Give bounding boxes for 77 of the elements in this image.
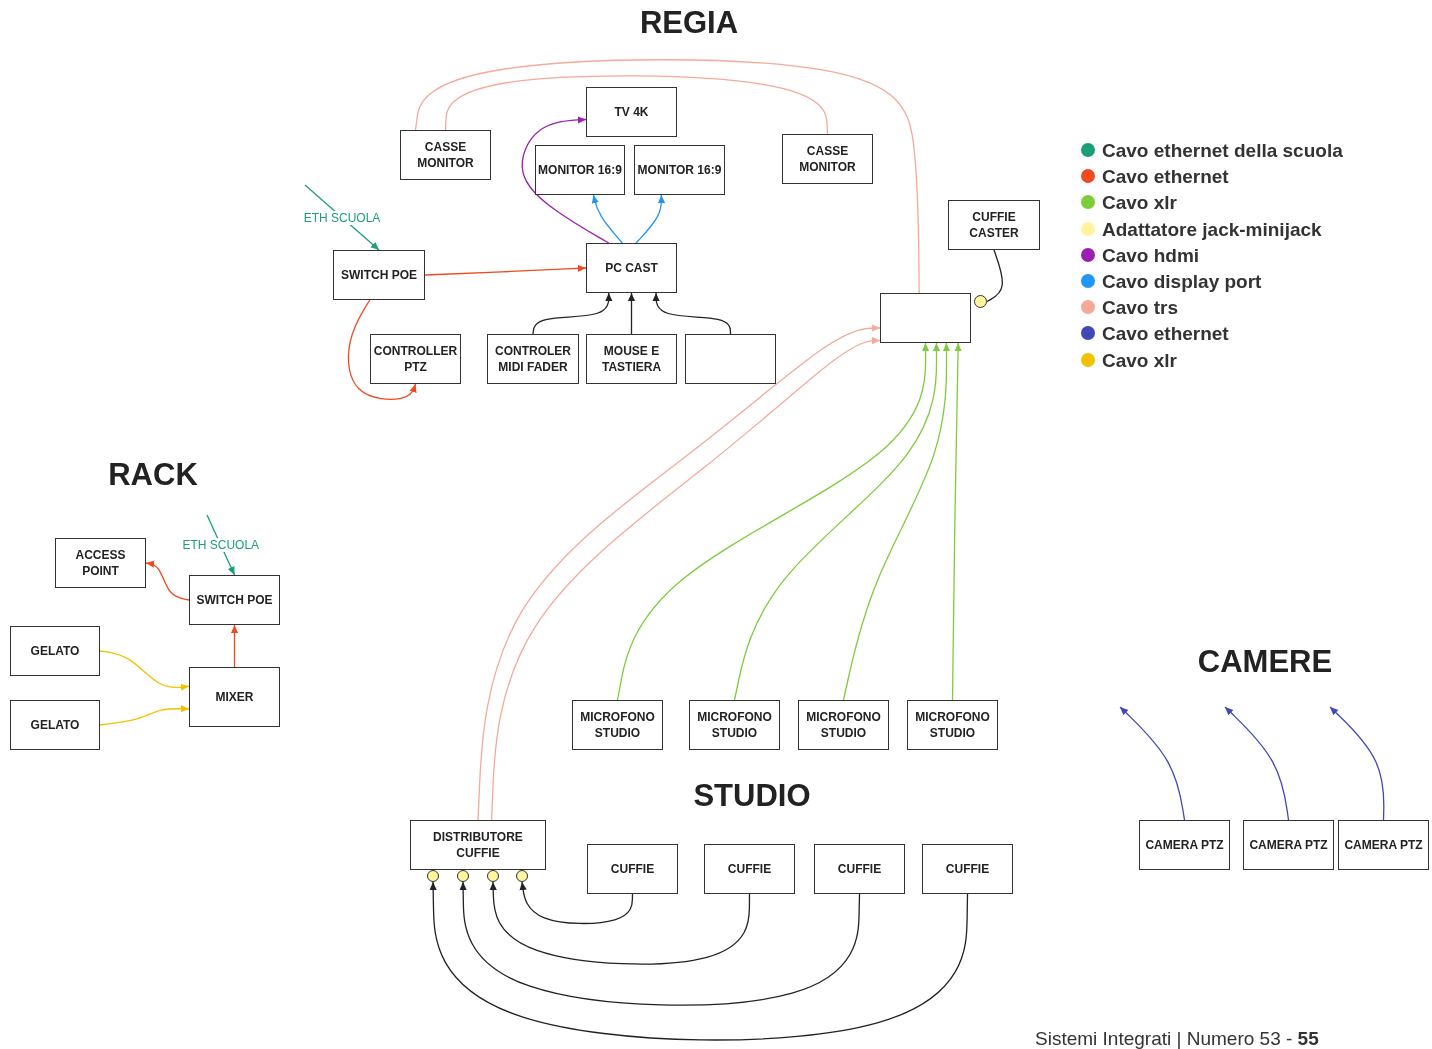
device-box: MIXER [189, 667, 280, 727]
cable-line [444, 75, 829, 135]
arrow [347, 299, 417, 400]
arrow [1224, 706, 1290, 821]
device-box: ACCESS POINT [55, 538, 146, 588]
adapter-circle [516, 870, 528, 882]
device-box: MICROFONO STUDIO [572, 700, 663, 750]
device-box: CUFFIE [922, 844, 1013, 894]
device-box: MICROFONO STUDIO [798, 700, 889, 750]
adapter-circle [974, 295, 987, 308]
edge-label: ETH SCUOLA [301, 210, 383, 225]
arrow [627, 292, 636, 335]
legend-label: Cavo ethernet della scuola [1102, 140, 1343, 162]
arrow [532, 292, 613, 335]
cable-line [414, 59, 920, 294]
device-box [685, 334, 776, 384]
device-box: CUFFIE CASTER [948, 200, 1040, 250]
device-box: GELATO [10, 700, 100, 750]
arrow [635, 194, 666, 244]
device-box: SWITCH POE [189, 575, 280, 625]
legend-label: Cavo xlr [1102, 192, 1177, 215]
legend-label: Cavo trs [1102, 297, 1179, 320]
arrow [842, 342, 951, 701]
device-box: CUFFIE [587, 844, 678, 894]
device-box: CAMERA PTZ [1243, 820, 1334, 870]
arrow [733, 342, 941, 701]
arrow [424, 264, 587, 276]
legend-label: Cavo ethernet [1102, 166, 1229, 189]
device-box: CONTROLER MIDI FADER [487, 334, 579, 384]
device-box [880, 293, 971, 343]
device-box: CAMERA PTZ [1139, 820, 1230, 870]
arrow [99, 705, 190, 726]
arrow [616, 342, 930, 701]
arrow [230, 624, 239, 668]
arrow [521, 116, 610, 244]
device-box: DISTRIBUTORE CUFFIE [410, 820, 546, 870]
device-box: CUFFIE [814, 844, 905, 894]
device-box: PC CAST [586, 243, 677, 293]
device-box: MOUSE E TASTIERA [586, 334, 677, 384]
legend-label: Adattatore jack-minijack [1102, 218, 1322, 241]
legend-label: Cavo ethernet [1102, 323, 1229, 346]
legend-label: Cavo hdmi [1102, 244, 1200, 267]
device-box: MICROFONO STUDIO [907, 700, 998, 750]
device-box: TV 4K [586, 87, 677, 137]
device-box: SWITCH POE [333, 250, 425, 300]
legend-label: Cavo xlr [1102, 349, 1177, 372]
device-box: CAMERA PTZ [1338, 820, 1429, 870]
edge-label: ETH SCUOLA [180, 538, 262, 552]
arrow [591, 194, 624, 244]
arrow [1119, 706, 1186, 821]
cable-line [986, 249, 1003, 303]
device-box: CONTROLLER PTZ [370, 334, 461, 384]
device-box: CASSE MONITOR [782, 134, 873, 184]
arrow [519, 881, 634, 925]
arrow [1329, 706, 1385, 821]
device-box: GELATO [10, 626, 100, 676]
arrow [459, 881, 861, 1006]
device-box: CUFFIE [704, 844, 795, 894]
adapter-circle [457, 870, 469, 882]
device-box: CASSE MONITOR [400, 130, 491, 180]
device-box: MONITOR 16:9 [634, 145, 725, 195]
section-heading: REGIA [639, 5, 739, 41]
device-box: MONITOR 16:9 [535, 145, 625, 195]
arrow [489, 881, 751, 965]
device-box: MICROFONO STUDIO [689, 700, 780, 750]
arrow [951, 342, 962, 701]
arrow [429, 881, 969, 1041]
arrow [145, 560, 190, 601]
page-footer: Sistemi Integrati | Numero 53 - 55 [1035, 1028, 1319, 1049]
section-heading: STUDIO [693, 778, 811, 814]
arrow [652, 292, 732, 335]
arrow [99, 650, 190, 691]
legend-label: Cavo display port [1102, 271, 1262, 293]
section-heading: CAMERE [1197, 644, 1333, 680]
adapter-circle [427, 870, 439, 882]
section-heading: RACK [108, 457, 198, 493]
adapter-circle [487, 870, 499, 882]
